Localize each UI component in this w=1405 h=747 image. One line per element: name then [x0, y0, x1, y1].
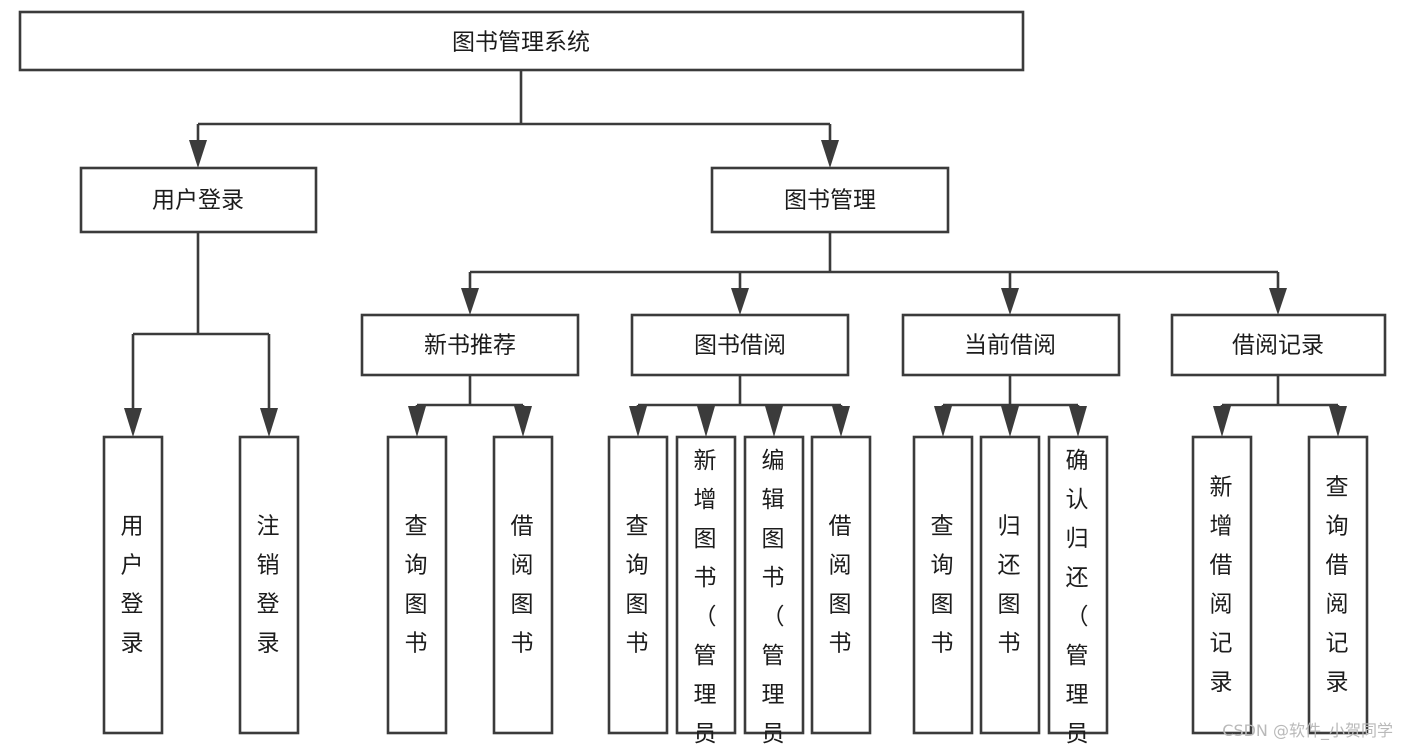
- node-leaf-add-record-box: [1191, 435, 1253, 735]
- node-leaf-confirm-return-box: [1047, 435, 1109, 735]
- node-leaf-query-book-2-box: [607, 435, 669, 735]
- node-leaf-add-book-label: 新增图书（管理员）: [694, 448, 719, 747]
- node-leaf-user-logout-label: 注销登录: [257, 513, 282, 656]
- node-leaf-borrow-book-1-label: 借阅图书: [511, 513, 536, 656]
- arrow-icon-to-leaf-add-book: [697, 406, 715, 437]
- watermark: CSDN @软件_小贺同学: [1222, 721, 1393, 740]
- node-user-login-box: [79, 166, 318, 234]
- node-leaf-query-record-label: 查询借阅记录: [1326, 474, 1351, 695]
- node-leaf-query-book-3-box: [912, 435, 974, 735]
- node-leaf-edit-book[interactable]: [743, 435, 805, 735]
- node-leaf-user-logout-box: [238, 435, 300, 735]
- node-leaf-user-login-label: 用户登录: [121, 513, 146, 656]
- node-leaf-return-book-box: [979, 435, 1041, 735]
- node-leaf-query-book-3[interactable]: [912, 435, 974, 735]
- arrow-icon-to-borrow-record: [1269, 288, 1287, 315]
- arrow-icon-to-book-borrow: [731, 288, 749, 315]
- node-leaf-borrow-book-2-box: [810, 435, 872, 735]
- node-user-login[interactable]: 用户登录: [79, 166, 318, 234]
- arrow-icon-to-leaf-add-record: [1213, 406, 1231, 437]
- node-root-box: [18, 10, 1025, 72]
- arrow-icon-to-book-manage: [821, 140, 839, 168]
- node-user-login-label: 用户登录: [152, 188, 244, 214]
- node-book-manage-label: 图书管理: [784, 188, 876, 214]
- arrow-icon-to-leaf-confirm-return: [1069, 406, 1087, 437]
- node-leaf-edit-book-box: [743, 435, 805, 735]
- node-book-borrow-box: [630, 313, 850, 377]
- node-leaf-user-login[interactable]: [102, 435, 164, 735]
- node-borrow-record-label: 借阅记录: [1232, 333, 1324, 359]
- node-leaf-borrow-book-1[interactable]: [492, 435, 554, 735]
- node-book-borrow[interactable]: 图书借阅: [630, 313, 850, 377]
- node-leaf-query-book-1-box: [386, 435, 448, 735]
- node-leaf-return-book[interactable]: [979, 435, 1041, 735]
- node-leaf-confirm-return[interactable]: [1047, 435, 1109, 735]
- node-leaf-query-book-3-label: 查询图书: [931, 513, 956, 656]
- leaf-label-layer: 用户登录 注销登录 查询图书 借阅图书 查询图书 新增图书（管理员） 编辑图书（管理员） 借阅…: [121, 448, 1351, 747]
- arrow-icon-to-leaf-return-book: [1001, 406, 1019, 437]
- arrow-icon-to-current-borrow: [1001, 288, 1019, 315]
- node-leaf-query-record[interactable]: [1307, 435, 1369, 735]
- arrow-icon-to-new-book-recommend: [461, 288, 479, 315]
- node-current-borrow-label: 当前借阅: [964, 333, 1056, 359]
- node-borrow-record[interactable]: 借阅记录: [1170, 313, 1387, 377]
- arrowhead-layer: [124, 140, 1347, 437]
- node-leaf-return-book-label: 归还图书: [998, 513, 1023, 656]
- node-root-label: 图书管理系统: [452, 30, 590, 56]
- arrow-icon-to-user-login: [189, 140, 207, 168]
- node-leaf-query-book-2-label: 查询图书: [626, 513, 651, 656]
- node-book-manage-box: [710, 166, 950, 234]
- node-leaf-add-book-box: [675, 435, 737, 735]
- node-root[interactable]: 图书管理系统: [18, 10, 1025, 72]
- node-new-book-recommend[interactable]: 新书推荐: [360, 313, 580, 377]
- node-leaf-borrow-book-2-label: 借阅图书: [829, 513, 854, 656]
- node-leaf-query-book-1-label: 查询图书: [405, 513, 430, 656]
- node-leaf-borrow-book-2[interactable]: [810, 435, 872, 735]
- arrow-icon-to-leaf-query-book-2: [629, 406, 647, 437]
- arrow-icon-to-leaf-query-book-1: [408, 406, 426, 437]
- arrow-icon-to-leaf-edit-book: [765, 406, 783, 437]
- node-leaf-add-record[interactable]: [1191, 435, 1253, 735]
- arrow-icon-to-leaf-user-login: [124, 408, 142, 437]
- node-current-borrow[interactable]: 当前借阅: [901, 313, 1121, 377]
- node-leaf-user-login-box: [102, 435, 164, 735]
- node-leaf-edit-book-label: 编辑图书（管理员）: [762, 448, 787, 747]
- node-leaf-query-book-1[interactable]: [386, 435, 448, 735]
- node-leaf-query-book-2[interactable]: [607, 435, 669, 735]
- node-new-book-recommend-box: [360, 313, 580, 377]
- node-leaf-add-book[interactable]: [675, 435, 737, 735]
- arrow-icon-to-leaf-user-logout: [260, 408, 278, 437]
- arrow-icon-to-leaf-query-book-3: [934, 406, 952, 437]
- arrow-icon-to-leaf-borrow-book-1: [514, 406, 532, 437]
- node-leaf-user-logout[interactable]: [238, 435, 300, 735]
- node-current-borrow-box: [901, 313, 1121, 377]
- arrow-icon-to-leaf-borrow-book-2: [832, 406, 850, 437]
- node-borrow-record-box: [1170, 313, 1387, 377]
- node-leaf-add-record-label: 新增借阅记录: [1210, 474, 1235, 695]
- node-leaf-query-record-box: [1307, 435, 1369, 735]
- node-leaf-confirm-return-label: 确认归还（管理员）: [1066, 448, 1091, 747]
- node-leaf-borrow-book-1-box: [492, 435, 554, 735]
- node-new-book-recommend-label: 新书推荐: [424, 333, 516, 359]
- arrow-icon-to-leaf-query-record: [1329, 406, 1347, 437]
- node-book-manage[interactable]: 图书管理: [710, 166, 950, 234]
- node-book-borrow-label: 图书借阅: [694, 333, 786, 359]
